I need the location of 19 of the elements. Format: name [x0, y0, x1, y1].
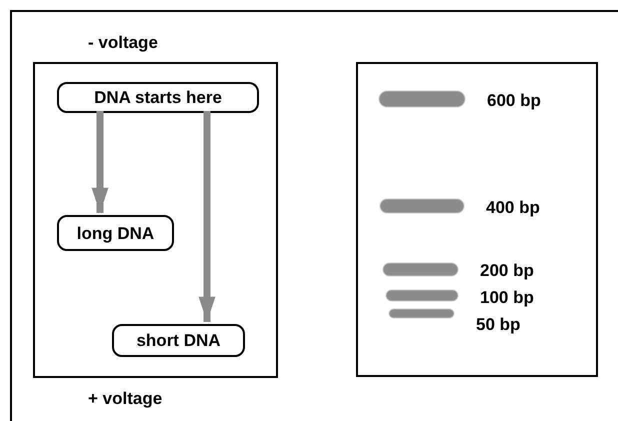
size-label: 200 bp: [480, 260, 534, 282]
voltage-label: + voltage: [88, 388, 162, 410]
gel-frame: [33, 62, 278, 378]
gel-band: [380, 199, 464, 213]
label-box: short DNA: [112, 324, 245, 357]
arrow: [198, 111, 216, 322]
size-label: 50 bp: [476, 314, 520, 336]
label-box: long DNA: [57, 215, 174, 251]
size-label: 400 bp: [486, 197, 540, 219]
gel-band: [379, 91, 465, 107]
gel-band: [389, 309, 454, 318]
gel-band: [383, 263, 458, 276]
gel-band: [386, 290, 458, 301]
voltage-label: - voltage: [88, 32, 158, 54]
label-box: DNA starts here: [57, 82, 259, 113]
size-label: 100 bp: [480, 287, 534, 309]
gel-frame: [356, 62, 598, 377]
size-label: 600 bp: [487, 90, 541, 112]
arrow: [92, 111, 108, 213]
